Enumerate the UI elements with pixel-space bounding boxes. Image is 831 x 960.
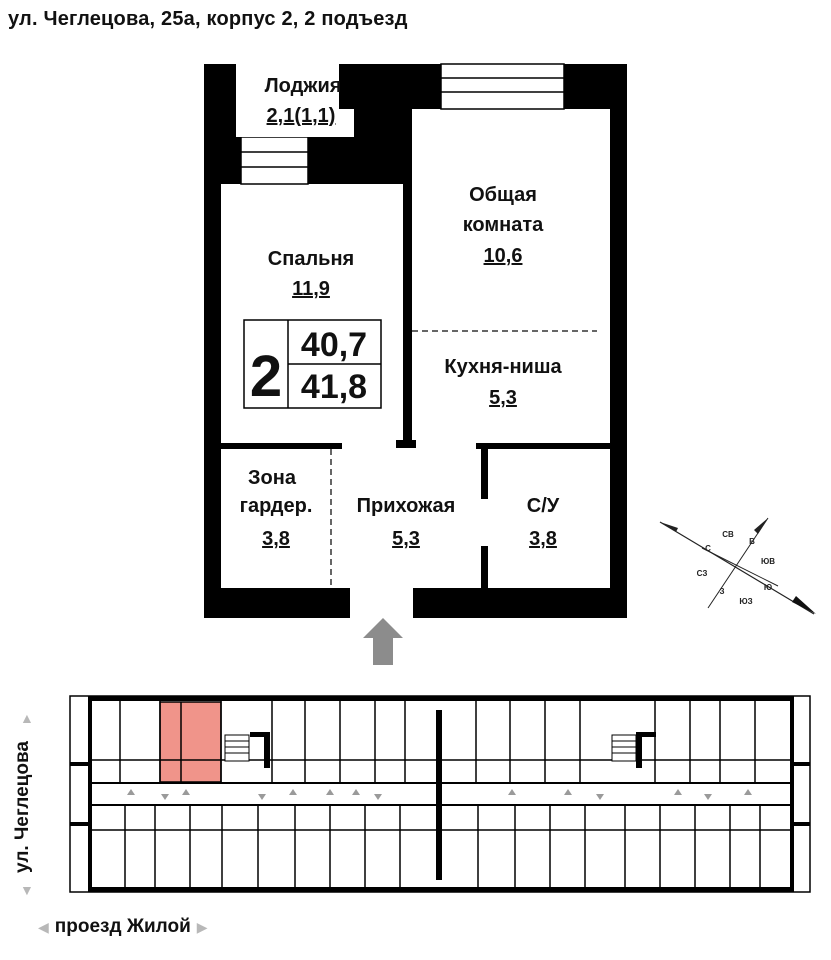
hallway-name: Прихожая (357, 495, 456, 517)
wardrobe-name-1: Зона (248, 467, 297, 489)
bathroom-name: С/У (527, 495, 560, 517)
compass-ne: СВ (722, 530, 734, 539)
highlighted-apartment (159, 701, 222, 783)
apartment-walls (204, 64, 627, 618)
compass-e: В (749, 537, 755, 546)
street-name-bottom: проезд Жилой (54, 916, 191, 937)
total-area: 40,7 (301, 326, 367, 364)
wardrobe-area: 3,8 (262, 528, 290, 550)
street-side-label: ▲ ул. Чеглецова ▼ (4, 710, 44, 900)
street-bottom-label: ◀ проезд Жилой ▶ (38, 916, 208, 938)
arrow-left-icon: ◀ (38, 918, 49, 935)
windows (240, 63, 565, 185)
kitchen-area: 5,3 (489, 387, 517, 409)
compass-se: ЮВ (761, 557, 775, 566)
loggia-name: Лоджия (265, 75, 342, 97)
compass-sw: ЮЗ (739, 597, 752, 606)
living-room-name-1: Общая (469, 184, 537, 206)
living-room-area: 10,6 (484, 245, 523, 267)
rooms-count: 2 (250, 344, 282, 409)
area-box: 2 40,7 41,8 (243, 319, 382, 409)
living-room-name-2: комната (463, 214, 544, 236)
site-plan (69, 695, 811, 893)
loggia-area-value: 2,1(1,1) (267, 105, 336, 127)
arrow-up-icon: ▲ (20, 710, 34, 726)
hallway-area: 5,3 (392, 528, 420, 550)
compass-s: Ю (764, 583, 772, 592)
bedroom-name: Спальня (268, 248, 354, 270)
address-title: ул. Чеглецова, 25а, корпус 2, 2 подъезд (8, 8, 408, 30)
compass-n: С (705, 544, 711, 553)
kitchen-name: Кухня-ниша (444, 356, 562, 378)
wardrobe-name-2: гардер. (240, 495, 313, 517)
arrow-down-icon: ▼ (20, 882, 34, 898)
bathroom-area: 3,8 (529, 528, 557, 550)
bedroom-area: 11,9 (292, 278, 330, 300)
street-name-side: ул. Чеглецова (12, 741, 33, 873)
area-with-loggia: 41,8 (301, 368, 367, 406)
compass-icon: С СВ В ЮВ Ю ЮЗ З СЗ (659, 517, 816, 615)
entrance-arrow-icon (363, 618, 403, 665)
loggia-area (236, 64, 339, 137)
arrow-right-icon: ▶ (196, 918, 208, 935)
compass-nw: СЗ (697, 569, 708, 578)
compass-w: З (719, 587, 724, 596)
